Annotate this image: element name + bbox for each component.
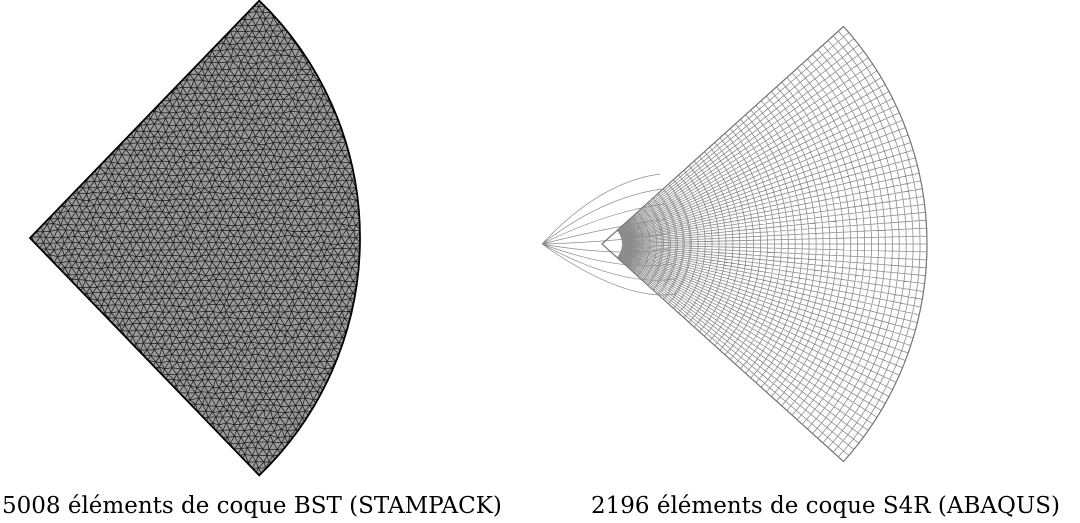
bst-mesh-panel: 5008 éléments de coque BST (STAMPACK) [2,0,502,519]
s4r-mesh-caption: 2196 éléments de coque S4R (ABAQUS) [591,493,1060,519]
sector-outline [28,0,361,477]
quadrilateral-shell-mesh [541,25,928,463]
bst-mesh-caption: 5008 éléments de coque BST (STAMPACK) [2,493,502,519]
sector-outline [601,25,928,463]
quad-elements [541,26,928,462]
s4r-mesh-panel: 2196 éléments de coque S4R (ABAQUS) [540,0,1080,523]
triangular-shell-mesh [28,0,361,477]
tip-refinement-zone [541,173,691,296]
triangle-elements [30,0,360,476]
